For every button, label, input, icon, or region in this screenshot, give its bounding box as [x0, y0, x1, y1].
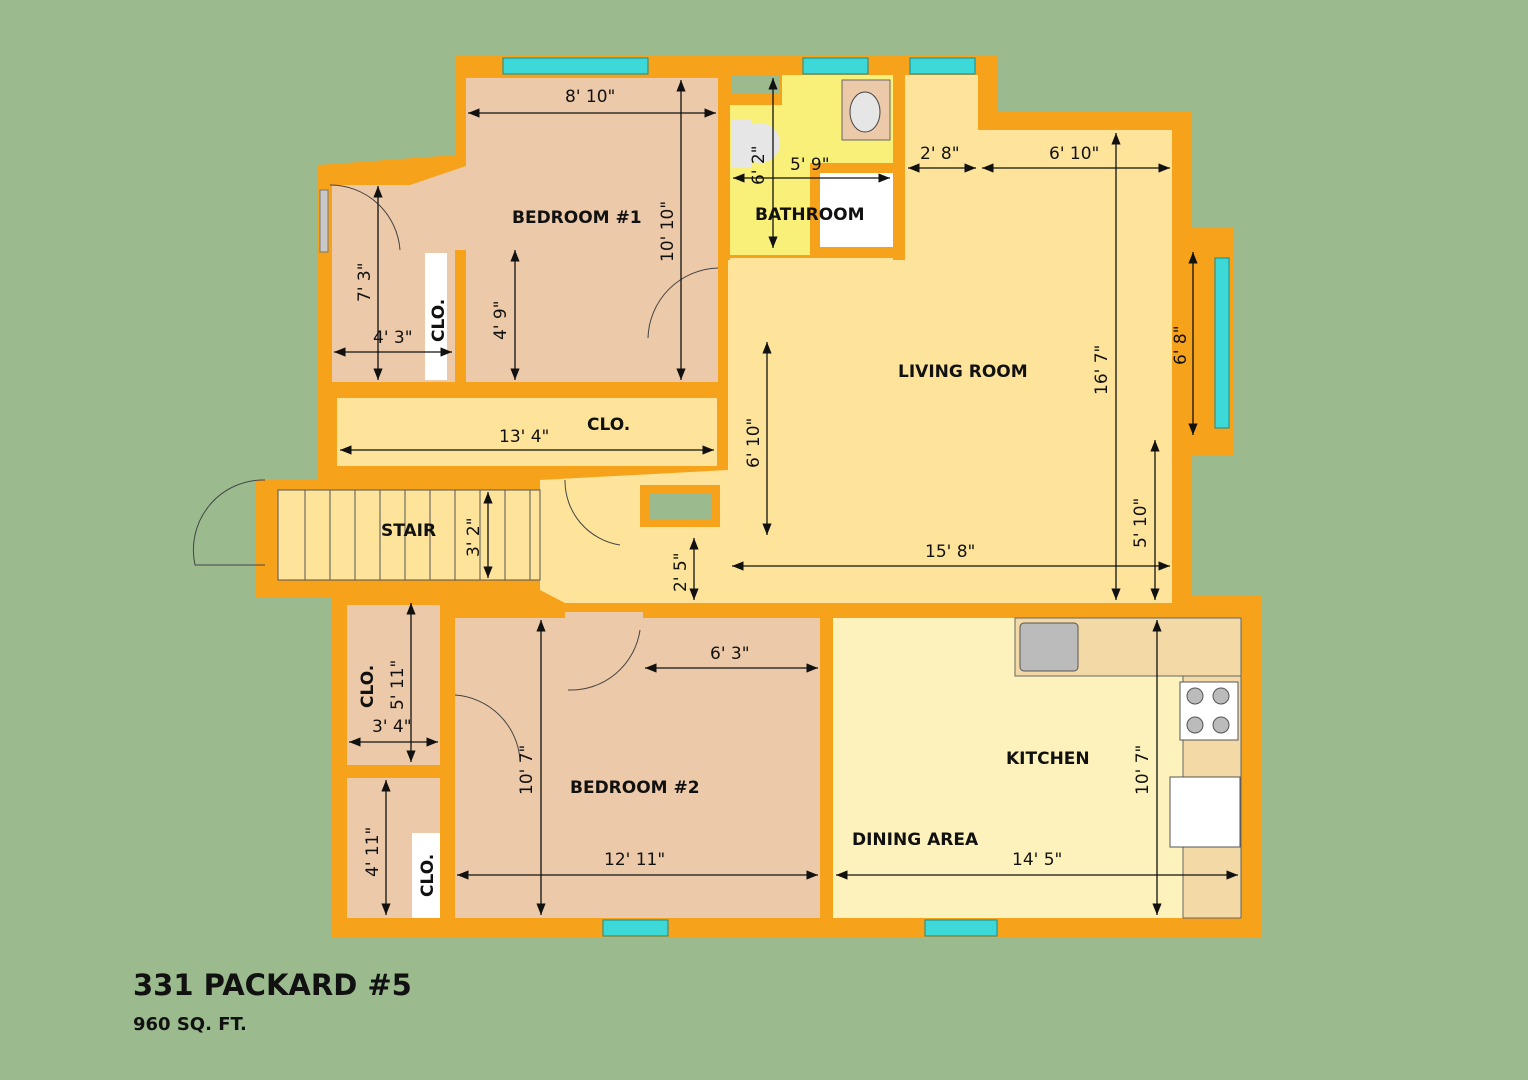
wall: [440, 830, 455, 920]
dim-label: 4' 9": [491, 300, 511, 340]
dim-label: 6' 10": [1049, 144, 1099, 164]
dim-label: 5' 11": [388, 660, 408, 710]
dim-label: 3' 4": [372, 717, 412, 737]
living-room-floor: [540, 75, 1172, 603]
room-label-bedroom-1: BEDROOM #1: [512, 208, 642, 228]
dim-label: 6' 8": [1171, 325, 1191, 365]
dim-label: 4' 3": [373, 328, 413, 348]
dim-label: 3' 2": [464, 517, 484, 557]
dim-label: 12' 11": [604, 850, 665, 870]
square-footage: 960 SQ. FT.: [133, 1014, 247, 1035]
room-label-dining-area: DINING AREA: [852, 830, 979, 850]
kitchen-sink: [1019, 622, 1079, 672]
stair: [277, 489, 541, 581]
dim-label: 6' 2": [749, 145, 769, 185]
sink-basin: [849, 91, 881, 133]
vent: [731, 76, 779, 93]
room-label-bathroom: BATHROOM: [755, 205, 865, 225]
door-swing: [647, 267, 719, 339]
dim-label: 7' 3": [355, 262, 375, 302]
property-title: 331 PACKARD #5: [133, 968, 412, 1002]
dimension-lines: [334, 78, 1238, 915]
dim-label: 2' 5": [671, 552, 691, 592]
shower-pan: [820, 173, 893, 247]
door-swing: [564, 479, 621, 546]
room-label-bedroom-2: BEDROOM #2: [570, 778, 700, 798]
dim-label: 8' 10": [565, 87, 615, 107]
wall: [455, 250, 466, 382]
dim-label: 14' 5": [1012, 850, 1062, 870]
closet-shelf: [412, 833, 440, 918]
wall: [440, 605, 455, 695]
dim-label: 6' 3": [710, 644, 750, 664]
dim-label: 10' 10": [658, 201, 678, 262]
dim-label: 5' 10": [1131, 498, 1151, 548]
dim-label: 10' 7": [517, 745, 537, 795]
room-label-closet-2: CLO.: [358, 665, 378, 708]
burners: [1186, 687, 1230, 734]
room-label-closet-1: CLO.: [429, 299, 449, 342]
dim-label: 5' 9": [790, 155, 830, 175]
dim-label: 4' 11": [363, 827, 383, 877]
windows: [502, 57, 1230, 937]
room-label-closet-3: CLO.: [418, 854, 438, 897]
room-label-stair: STAIR: [381, 521, 436, 541]
door-swing: [454, 694, 521, 761]
room-label-living-room: LIVING ROOM: [898, 362, 1028, 382]
room-label-kitchen: KITCHEN: [1006, 749, 1090, 769]
dim-label: 15' 8": [925, 542, 975, 562]
room-label-hall-closet: CLO.: [587, 415, 630, 435]
dim-label: 2' 8": [920, 144, 960, 164]
dim-label: 6' 10": [744, 418, 764, 468]
door-swing: [567, 629, 641, 691]
bedroom-2-entry: [565, 612, 643, 688]
refrigerator: [1169, 776, 1241, 848]
bathroom-wall: [718, 60, 730, 260]
dim-label: 10' 7": [1133, 745, 1153, 795]
storage-box-inner: [650, 493, 712, 520]
entry-door-swing: [192, 479, 266, 566]
bathroom-wall: [893, 60, 905, 260]
dim-label: 16' 7": [1092, 345, 1112, 395]
dim-label: 13' 4": [499, 427, 549, 447]
bedroom-1-window: [319, 189, 329, 253]
